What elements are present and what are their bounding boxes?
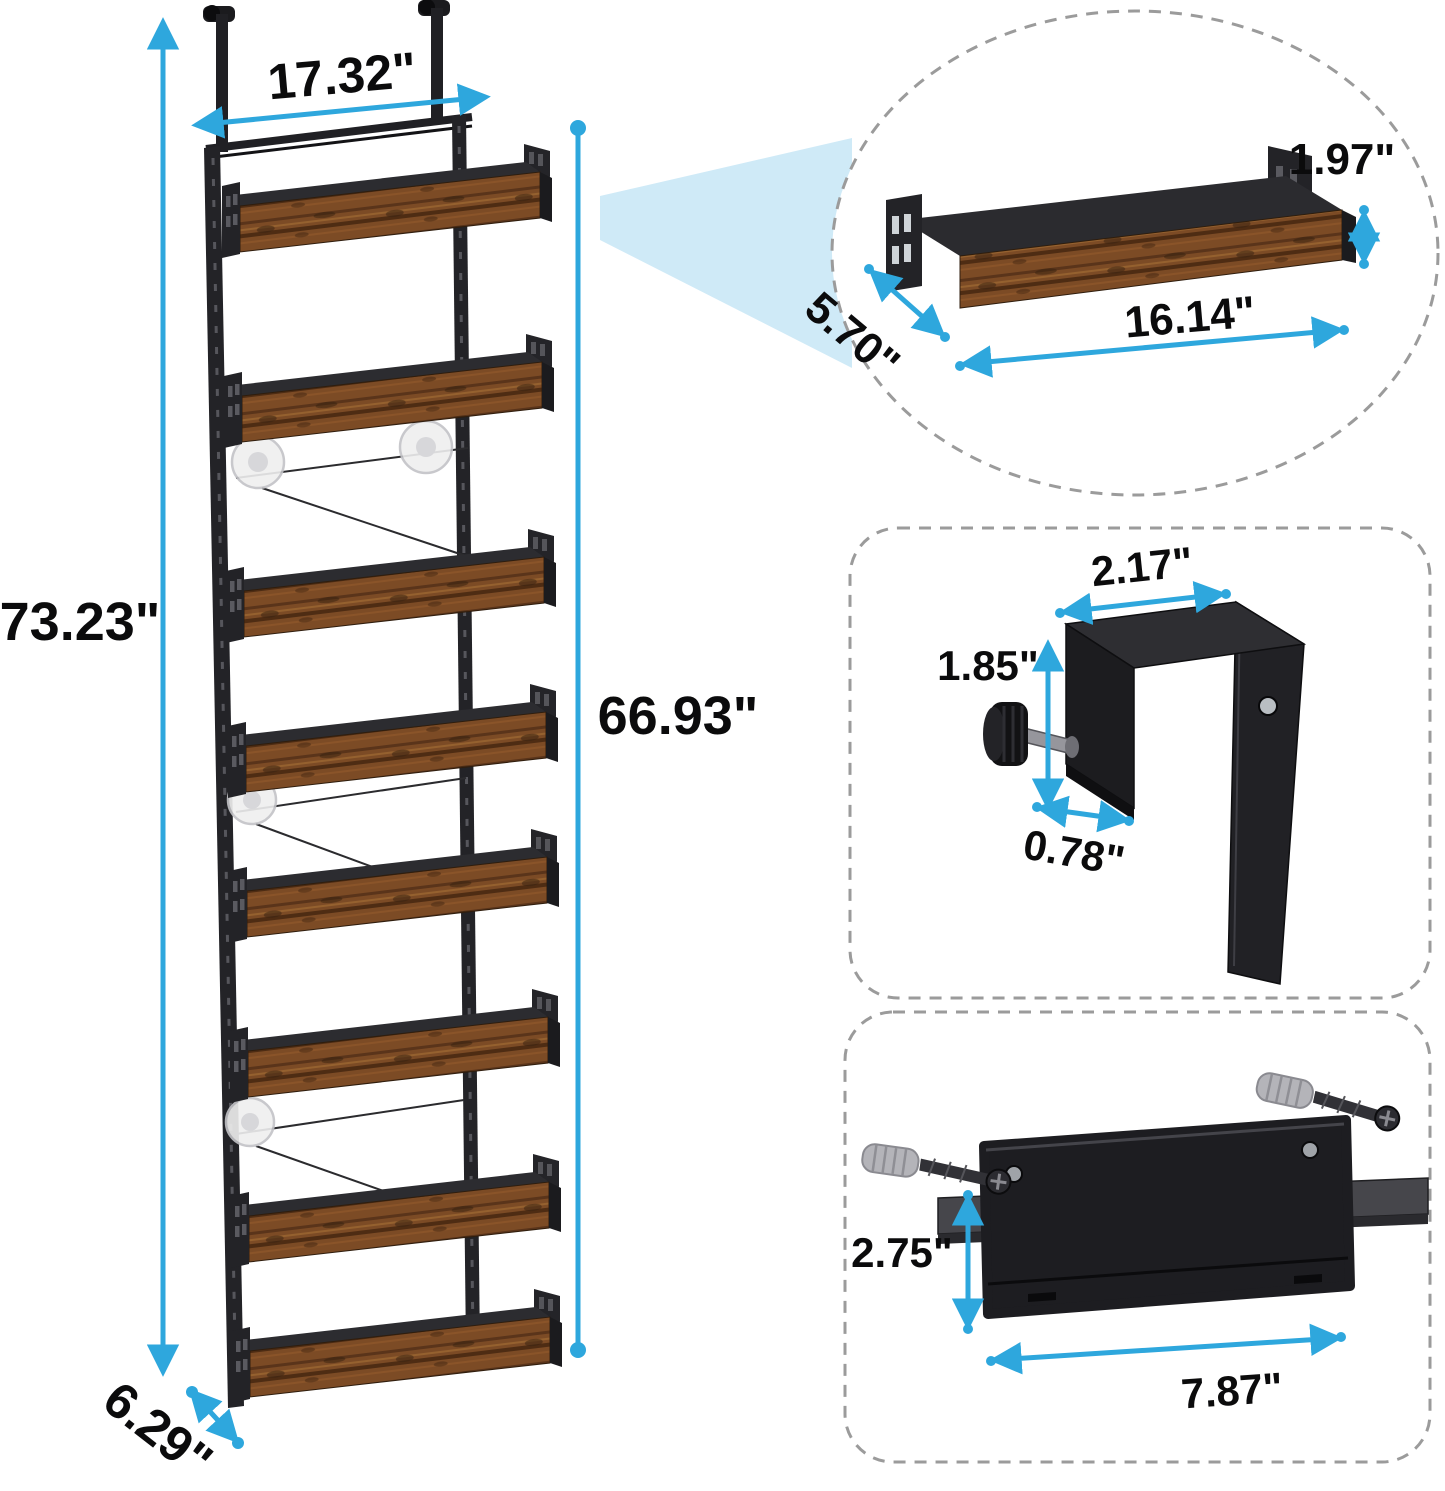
- dimension-endpoint-dots: [186, 120, 1369, 1449]
- shelf-detail-callout: [830, 9, 1440, 497]
- callout-beam: [600, 138, 852, 368]
- dim-arrow-hook-width: [1059, 580, 1227, 626]
- dim-label-shelf-height: 1.97": [1288, 135, 1396, 184]
- dimension-arrows: [146, 17, 1381, 1444]
- shelves: [221, 143, 563, 1404]
- dim-label-hook-width: 2.17": [1088, 537, 1195, 596]
- screw-and-anchor-right: [1255, 1072, 1401, 1132]
- product-main-unit: [203, 0, 563, 1408]
- dim-arrow-shelf-width: [959, 316, 1345, 378]
- dim-label-hook-height: 1.85": [937, 642, 1039, 689]
- dim-label-shelf-width: 16.14": [1122, 287, 1258, 348]
- dim-label-unit-height: 73.23": [0, 592, 161, 652]
- dim-arrow-shelf-depth: [868, 268, 946, 338]
- dim-label-bracket-width: 7.87": [1179, 1363, 1285, 1418]
- dim-label-bracket-height: 2.75": [851, 1229, 953, 1276]
- dim-arrow-hook-depth: [1035, 795, 1131, 833]
- dim-arrow-unit-depth: [188, 1388, 240, 1444]
- suction-cups-and-wires: [224, 419, 469, 1219]
- hook-detail-callout: [848, 526, 1432, 1000]
- dim-arrow-unit-width: [191, 83, 491, 139]
- dim-label-unit-width: 17.32": [265, 41, 419, 111]
- shelf-detail-drawing: [886, 146, 1356, 309]
- screw-and-anchor-left: [861, 1143, 1012, 1195]
- dim-label-inner-height: 66.93": [597, 686, 759, 746]
- bracket-detail-drawing: [861, 1072, 1429, 1319]
- dim-arrow-bracket-width: [989, 1323, 1343, 1375]
